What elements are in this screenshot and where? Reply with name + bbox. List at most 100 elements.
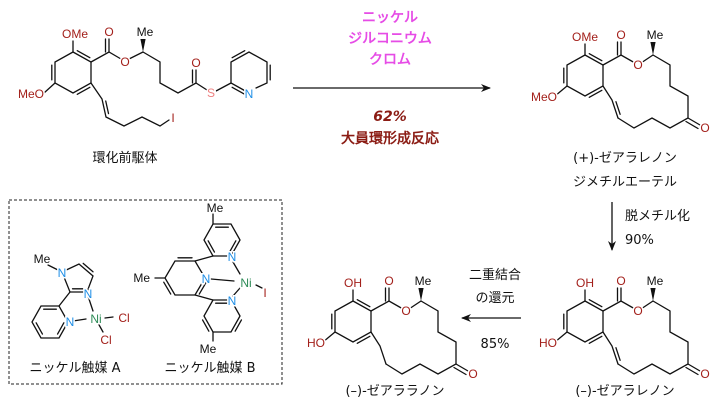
carbonyl xyxy=(687,363,701,372)
pyridine-ring xyxy=(230,51,268,94)
product1-label-2: ジメチルエーテル xyxy=(573,175,677,190)
ester-oxygen: O xyxy=(633,58,642,72)
double-bond-line xyxy=(588,89,603,98)
wedge-bond xyxy=(650,288,656,301)
nitrogen-label: N xyxy=(66,315,75,329)
zearalanone-label: (–)-ゼアララノン xyxy=(345,384,444,399)
bond xyxy=(43,82,56,94)
left-substituent: HO xyxy=(307,336,325,350)
bond xyxy=(58,291,71,307)
double-bond-line xyxy=(356,335,371,344)
bond xyxy=(47,264,63,273)
double-bond-line xyxy=(234,319,243,332)
aryl-ring xyxy=(566,300,604,343)
thioester-oxygen: O xyxy=(191,56,200,70)
double-bond-line xyxy=(76,50,91,59)
bond xyxy=(128,51,144,60)
nitrogen-label: N xyxy=(245,87,254,101)
bond xyxy=(370,300,404,312)
double-bond-line xyxy=(163,281,172,295)
iodine-label: I xyxy=(171,111,174,125)
bond xyxy=(602,54,636,66)
bond xyxy=(554,85,568,97)
double-bond-line xyxy=(231,50,246,59)
chlorine-label: Cl xyxy=(100,333,111,347)
double-bond-line xyxy=(207,240,216,253)
reaction-name: 大員環形成反応 xyxy=(341,130,439,147)
carbonyl xyxy=(687,117,701,126)
double-bond-line xyxy=(35,322,44,335)
bond xyxy=(210,278,235,282)
macrocycle-chain xyxy=(385,300,457,375)
ester-oxygen: O xyxy=(401,304,410,318)
pyridine-ring xyxy=(164,260,206,296)
ketone-oxygen: O xyxy=(468,367,477,381)
double-bond-line xyxy=(82,262,94,273)
reduction-yield: 85% xyxy=(481,337,510,352)
carbonyl xyxy=(685,366,699,376)
methyl-label: Me xyxy=(200,342,217,356)
aryl-ring xyxy=(334,300,372,343)
nickel-label: Ni xyxy=(240,276,251,290)
methoxy-label: MeO xyxy=(18,87,44,101)
bond xyxy=(194,294,214,301)
pyridine-ring xyxy=(203,223,241,257)
demethylation-yield: 90% xyxy=(625,233,654,248)
double-bond-line xyxy=(615,101,621,115)
carbonyl xyxy=(455,363,469,372)
methyl-label: Me xyxy=(34,252,51,266)
aryl-ring xyxy=(566,54,604,97)
methyl-label: Me xyxy=(207,201,224,215)
bond xyxy=(602,300,636,312)
aryl-ring xyxy=(54,51,92,94)
left-substituent: HO xyxy=(539,336,557,350)
nitrogen-label: N xyxy=(84,287,93,301)
methoxy-label: OMe xyxy=(62,27,88,41)
double-bond-line xyxy=(105,100,110,115)
zearalenone-label: (–)-ゼアラレノン xyxy=(575,384,674,399)
double-bond-line xyxy=(201,319,210,332)
carbonyl-oxygen: O xyxy=(384,274,393,288)
double-bond-line xyxy=(615,347,621,361)
pyridine-ring xyxy=(203,299,241,333)
ketone-oxygen: O xyxy=(700,367,709,381)
reagent-nickel: ニッケル xyxy=(362,10,418,26)
ester-oxygen: O xyxy=(633,304,642,318)
ester-oxygen: O xyxy=(120,55,129,69)
reduction-label-1: 二重結合 xyxy=(469,267,521,283)
precursor-label: 環化前駆体 xyxy=(92,150,157,166)
methyl-label: Me xyxy=(133,271,150,285)
bond xyxy=(322,331,336,343)
methyl-label: Me xyxy=(415,274,432,288)
bond xyxy=(370,331,387,365)
ketone-oxygen: O xyxy=(700,121,709,135)
macrocycle-chain xyxy=(617,54,689,129)
alkenyl-chain xyxy=(90,82,170,127)
nickel-label: Ni xyxy=(90,312,101,326)
bond xyxy=(255,284,263,289)
bond xyxy=(554,331,568,343)
top-substituent: OH xyxy=(344,276,362,290)
carbonyl xyxy=(453,366,467,376)
chain xyxy=(142,51,208,94)
double-bond-line xyxy=(76,86,91,95)
double-bond-line xyxy=(231,86,246,95)
carbonyl xyxy=(685,120,699,130)
bond xyxy=(640,54,654,64)
bond xyxy=(194,255,214,262)
double-bond-line xyxy=(198,281,207,295)
bond xyxy=(87,295,94,312)
bond xyxy=(602,85,619,119)
double-bond-line xyxy=(588,335,603,344)
methyl-label: Me xyxy=(647,274,664,288)
nitrogen-label: N xyxy=(228,250,237,264)
double-bond-line xyxy=(356,299,371,308)
bond xyxy=(97,322,104,333)
double-bond-line xyxy=(56,322,65,335)
